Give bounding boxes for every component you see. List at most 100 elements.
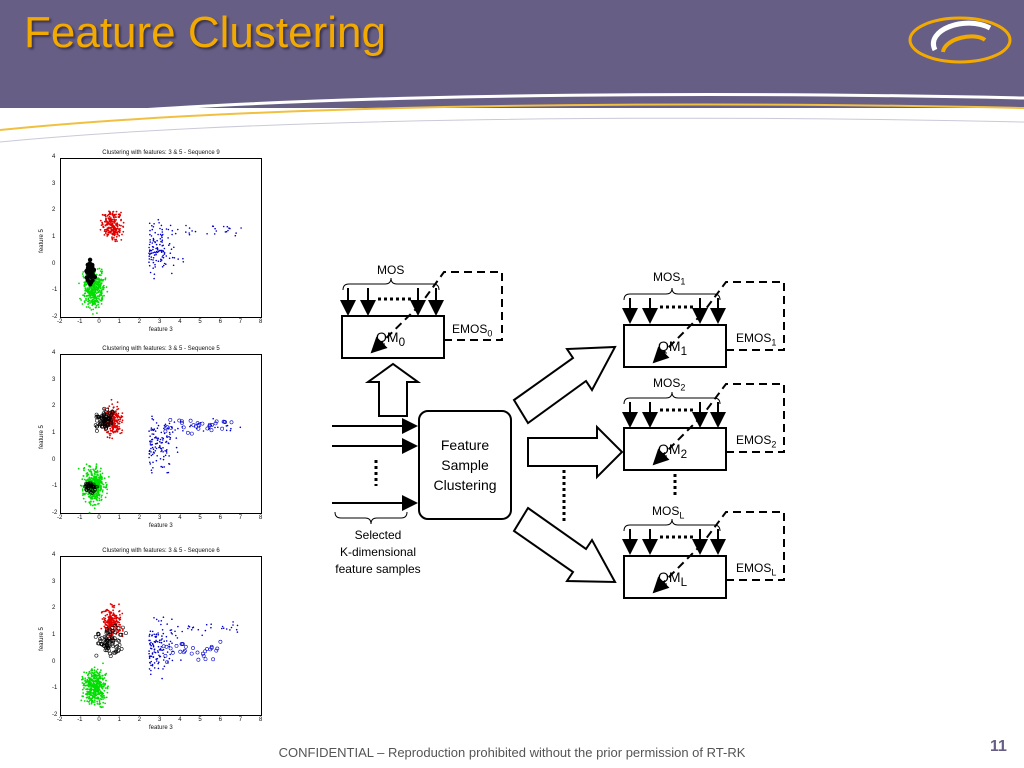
data-point <box>235 232 237 234</box>
data-point <box>96 299 99 302</box>
data-point <box>148 453 151 455</box>
data-point <box>189 651 194 656</box>
data-point <box>109 231 112 233</box>
x-tick-label: 5 <box>198 717 202 723</box>
data-point <box>108 436 111 439</box>
data-point <box>103 424 107 428</box>
x-tick-label: 3 <box>158 515 162 521</box>
data-point <box>90 689 93 692</box>
data-point <box>182 257 184 260</box>
data-point <box>112 229 114 232</box>
data-point <box>153 640 156 643</box>
data-point <box>151 415 153 418</box>
data-point <box>99 228 102 231</box>
data-point <box>102 486 105 488</box>
data-point <box>173 421 176 423</box>
data-point <box>118 422 121 425</box>
data-point <box>116 616 119 619</box>
data-point <box>97 277 99 280</box>
data-point <box>88 484 92 488</box>
x-tick-label: 6 <box>218 319 222 325</box>
data-point <box>203 657 208 662</box>
data-point <box>150 469 153 471</box>
data-point <box>186 430 190 435</box>
data-point <box>162 256 165 259</box>
data-point <box>105 286 108 288</box>
data-point <box>111 225 114 227</box>
mos1-label: MOS1 <box>653 270 686 287</box>
data-point <box>107 410 110 413</box>
x-tick-label: 8 <box>259 717 263 723</box>
data-point <box>99 685 101 688</box>
data-point <box>118 425 120 428</box>
data-point <box>87 265 92 271</box>
fsc-line-2: Sample <box>441 457 489 473</box>
data-point <box>230 626 233 629</box>
data-point <box>83 684 86 687</box>
y-tick-label: 0 <box>52 260 56 267</box>
data-point <box>115 617 117 620</box>
data-point <box>187 627 189 630</box>
data-point <box>88 691 91 694</box>
data-point <box>155 243 158 246</box>
data-point <box>99 677 102 679</box>
data-point <box>87 303 89 305</box>
data-point <box>104 614 107 617</box>
data-point <box>149 662 151 664</box>
data-point <box>160 646 163 648</box>
data-point <box>84 289 87 292</box>
data-point <box>120 219 122 222</box>
data-point <box>121 625 125 630</box>
data-point <box>161 437 163 439</box>
data-point <box>163 640 165 642</box>
data-point <box>108 638 113 643</box>
data-point <box>96 641 101 646</box>
data-point <box>115 224 118 227</box>
emos2-label: EMOS2 <box>736 433 777 450</box>
data-point <box>82 271 85 273</box>
data-point <box>168 422 171 425</box>
y-tick-label: 4 <box>52 552 56 558</box>
data-point <box>149 630 152 632</box>
data-point <box>156 442 159 444</box>
data-point <box>113 226 116 228</box>
data-point <box>110 227 112 229</box>
data-point <box>168 646 173 651</box>
data-point <box>155 633 158 635</box>
data-point <box>98 675 101 678</box>
data-point <box>87 300 89 303</box>
data-point <box>117 416 119 418</box>
data-point <box>118 224 121 227</box>
data-point <box>101 490 104 493</box>
data-point <box>217 426 219 429</box>
data-point <box>107 632 112 637</box>
x-tick-label: 7 <box>238 319 243 325</box>
data-point <box>148 249 151 251</box>
data-point <box>86 283 88 286</box>
data-point <box>162 451 164 453</box>
data-point <box>149 435 151 437</box>
x-tick-label: 2 <box>137 717 142 723</box>
data-point <box>100 691 103 694</box>
data-point <box>165 640 168 642</box>
data-point <box>156 427 159 429</box>
data-point <box>87 701 90 703</box>
data-point <box>87 690 89 693</box>
data-point <box>95 306 97 309</box>
data-point <box>160 258 162 261</box>
data-point <box>83 281 86 284</box>
data-point <box>106 691 109 694</box>
data-point <box>153 662 156 664</box>
data-point <box>103 677 106 679</box>
data-point <box>149 440 151 443</box>
data-point <box>229 429 232 432</box>
y-tick-label: 2 <box>52 207 56 214</box>
input-samples <box>332 418 418 525</box>
y-tick-label: 0 <box>52 456 56 463</box>
data-point <box>161 231 164 233</box>
data-point <box>171 431 174 433</box>
data-point <box>104 486 107 489</box>
data-point <box>169 224 172 227</box>
data-point <box>222 225 225 228</box>
data-point <box>185 231 187 233</box>
